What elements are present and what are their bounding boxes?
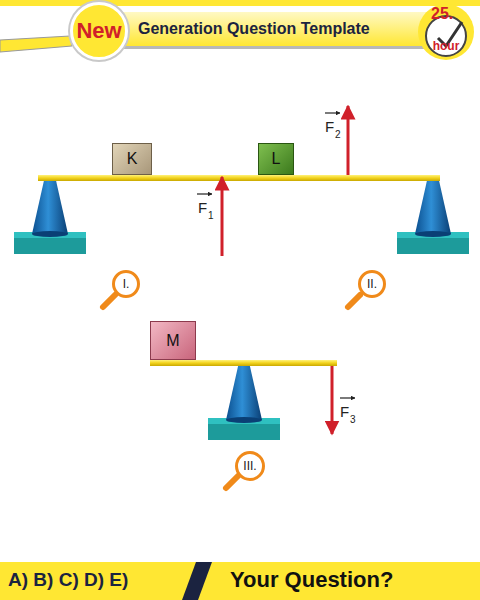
mass-box: L xyxy=(258,143,294,175)
header-title: Generation Question Template xyxy=(138,21,370,37)
footer-question: Your Question? xyxy=(230,569,393,591)
node-text: L xyxy=(272,151,281,167)
badge-circle: New xyxy=(70,2,128,60)
force-symbol: F xyxy=(198,200,207,215)
mass-box: M xyxy=(150,321,196,360)
node-text: M xyxy=(166,333,179,349)
node-text: New xyxy=(76,20,121,42)
node-text: III. xyxy=(243,460,256,472)
case-marker: I. xyxy=(112,270,140,298)
case-marker: III. xyxy=(235,451,265,481)
answer-options: A) B) C) D) E) xyxy=(8,570,128,589)
node-text: II. xyxy=(367,278,377,290)
mass-box: K xyxy=(112,143,152,175)
force-index: 3 xyxy=(350,415,356,425)
force-symbol: F xyxy=(325,119,334,134)
clock-unit: hour xyxy=(433,40,460,52)
force-index: 1 xyxy=(208,211,214,221)
clock-number: 25. xyxy=(431,6,453,22)
force-symbol: F xyxy=(340,404,349,419)
node-text: I. xyxy=(123,278,130,290)
case-marker: II. xyxy=(358,270,386,298)
node-text: K xyxy=(127,151,138,167)
force-index: 2 xyxy=(335,130,341,140)
